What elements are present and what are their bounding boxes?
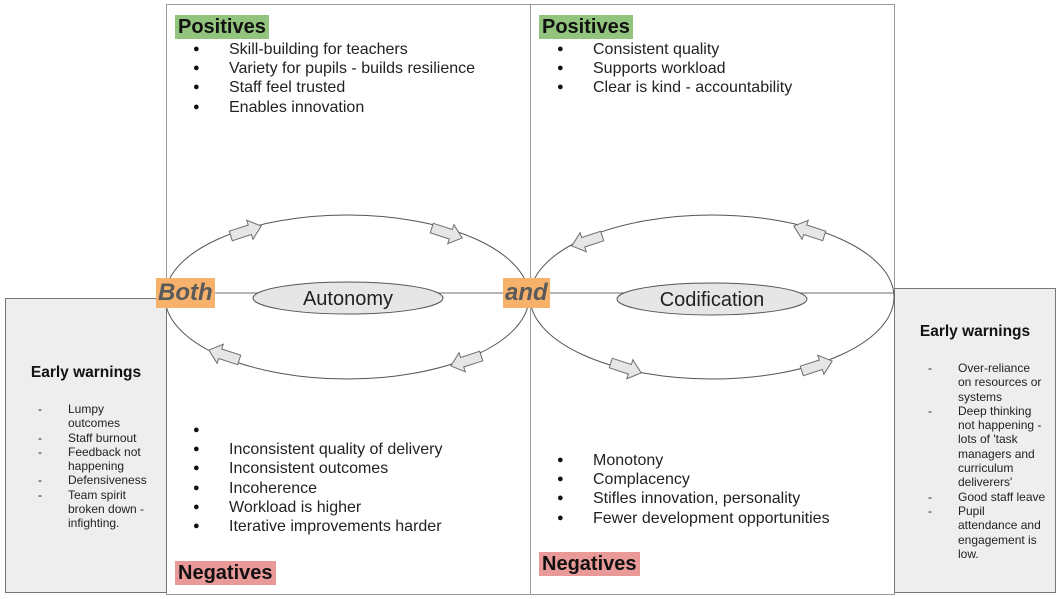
- list-item: Lumpy outcomes: [38, 402, 150, 431]
- list-item: Fewer development opportunities: [557, 509, 830, 528]
- autonomy-negatives-heading: Negatives: [175, 561, 276, 585]
- list-item: Defensiveness: [38, 473, 150, 488]
- list-item: Over-reliance on resources or systems: [928, 361, 1046, 404]
- list-item: Pupil attendance and engagement is low.: [928, 504, 1046, 561]
- autonomy-negatives-list: Inconsistent quality of delivery Inconsi…: [193, 421, 442, 536]
- codification-negatives-heading: Negatives: [539, 552, 640, 576]
- codification-positives-list: Consistent quality Supports workload Cle…: [557, 40, 792, 98]
- list-item: Staff burnout: [38, 431, 150, 446]
- arrow-icon: [798, 351, 836, 381]
- list-item: Workload is higher: [193, 498, 442, 517]
- codification-negatives-list: Monotony Complacency Stifles innovation,…: [557, 451, 830, 528]
- list-item: Good staff leave: [928, 490, 1046, 505]
- left-early-warnings-title: Early warnings: [30, 364, 142, 381]
- right-early-warnings-title: Early warnings: [919, 323, 1031, 340]
- list-item: Team spirit broken down - infighting.: [38, 488, 150, 531]
- codification-label: Codification: [659, 289, 765, 311]
- arrow-icon: [790, 216, 828, 246]
- list-item: Enables innovation: [193, 98, 475, 117]
- list-item: Monotony: [557, 451, 830, 470]
- codification-oval: [616, 282, 808, 316]
- list-item: Staff feel trusted: [193, 78, 475, 97]
- both-tag: Both: [156, 278, 215, 308]
- autonomy-positives-list: Skill-building for teachers Variety for …: [193, 40, 475, 117]
- right-early-warnings-list: Over-reliance on resources or systems De…: [928, 361, 1046, 561]
- list-item: Skill-building for teachers: [193, 40, 475, 59]
- list-item: Feedback not happening: [38, 445, 150, 474]
- list-item: Clear is kind - accountability: [557, 78, 792, 97]
- autonomy-label: Autonomy: [302, 288, 394, 310]
- arrow-icon: [205, 340, 243, 370]
- arrow-icon: [607, 353, 645, 383]
- list-item: [193, 421, 442, 440]
- arrow-icon: [568, 226, 606, 256]
- autonomy-positives-heading: Positives: [175, 15, 269, 39]
- list-item: Consistent quality: [557, 40, 792, 59]
- list-item: Iterative improvements harder: [193, 517, 442, 536]
- codification-positives-heading: Positives: [539, 15, 633, 39]
- list-item: Incoherence: [193, 479, 442, 498]
- autonomy-oval: [252, 281, 444, 315]
- arrow-icon: [227, 216, 265, 246]
- list-item: Deep thinking not happening - lots of 't…: [928, 404, 1046, 490]
- list-item: Inconsistent outcomes: [193, 459, 442, 478]
- list-item: Inconsistent quality of delivery: [193, 440, 442, 459]
- left-early-warnings-list: Lumpy outcomes Staff burnout Feedback no…: [38, 402, 150, 531]
- arrow-icon: [447, 346, 485, 376]
- list-item: Supports workload: [557, 59, 792, 78]
- list-item: Variety for pupils - builds resilience: [193, 59, 475, 78]
- list-item: Stifles innovation, personality: [557, 489, 830, 508]
- list-item: Complacency: [557, 470, 830, 489]
- and-tag: and: [503, 278, 550, 308]
